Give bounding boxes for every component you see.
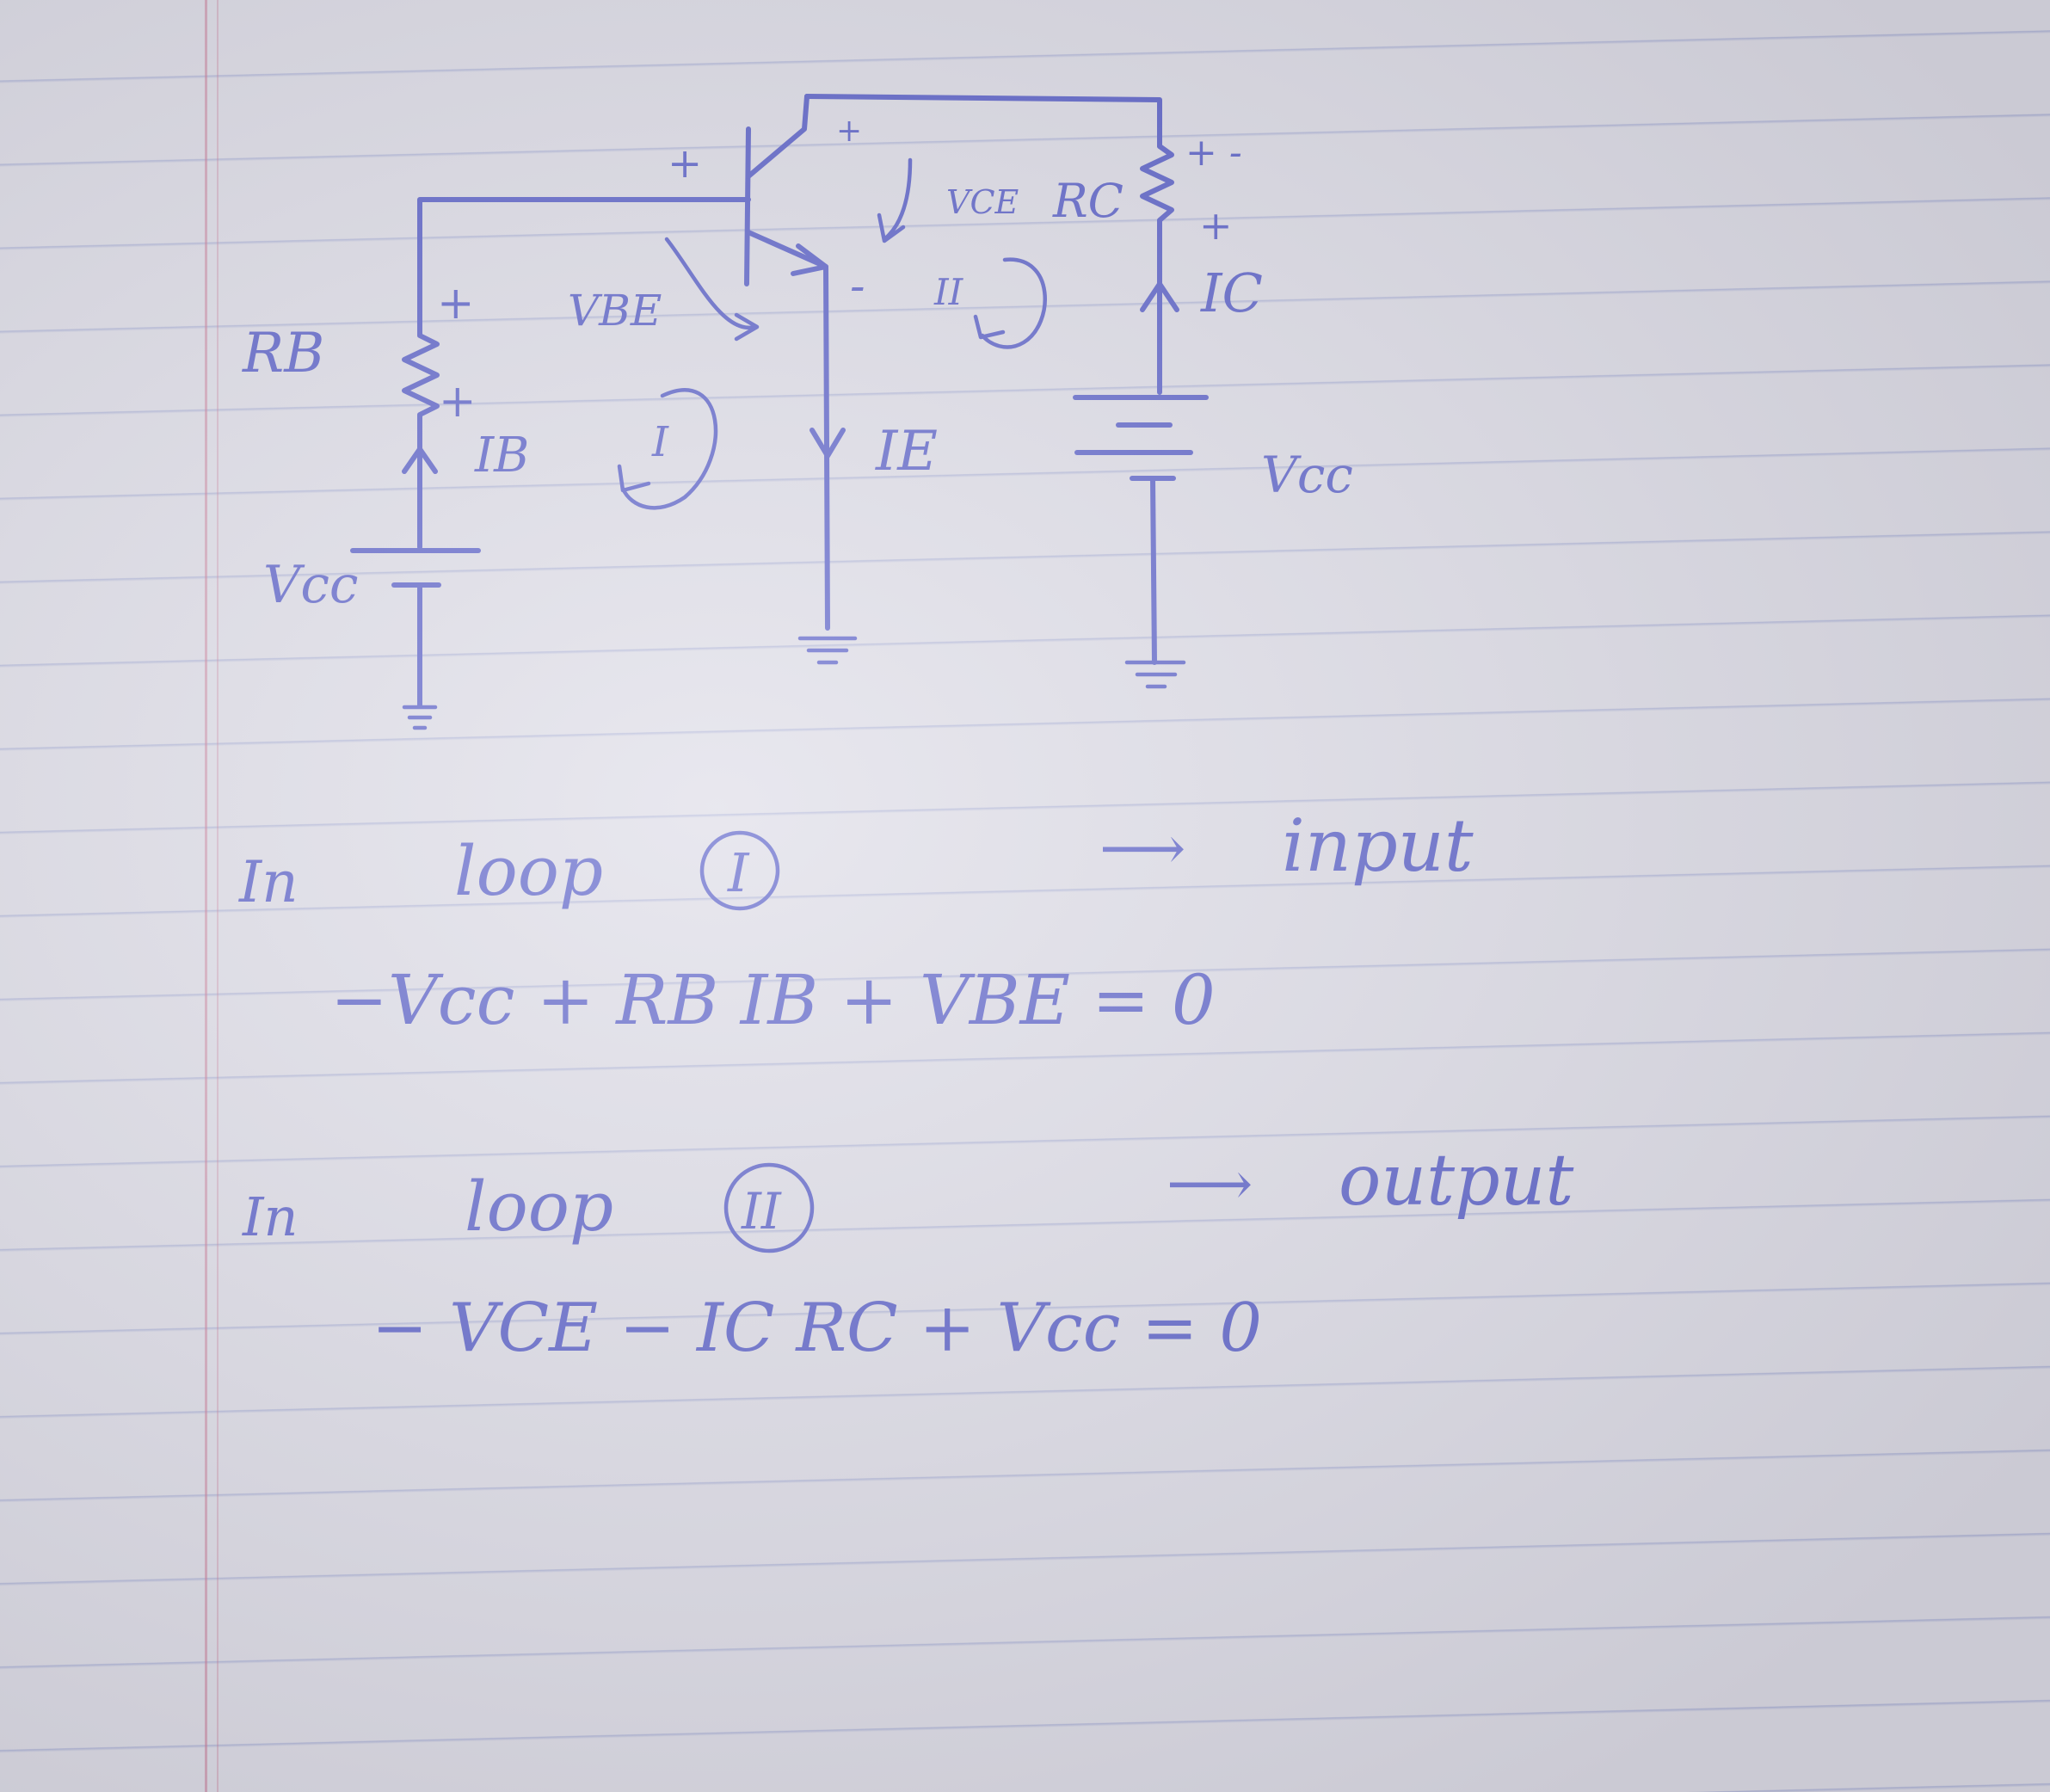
margin-line-secondary [217, 0, 219, 1792]
rb-label: RB [242, 322, 324, 385]
loop1-number: I [727, 841, 750, 904]
loop1-circle-arrow-icon [620, 388, 718, 510]
loop1-prefix: In [238, 849, 299, 915]
rc-resistor-zigzag [1140, 144, 1174, 395]
loop2-prefix: In [242, 1185, 298, 1248]
vce-arrow-head-icon [877, 212, 906, 243]
loop2-role: output [1339, 1140, 1574, 1222]
loop1-word: loop [454, 831, 603, 911]
emitter-arrow-icon [791, 243, 828, 276]
loop2-number-label: II [933, 271, 964, 313]
loop2-equation: − VCE − IC RC + Vcc = 0 [372, 1290, 1262, 1367]
loop2-number-circle [723, 1162, 815, 1253]
loop1-role: input [1282, 804, 1474, 888]
emitter-lead [746, 230, 830, 631]
loop2-arrow-head-icon [973, 314, 1006, 340]
vbe-curve-arrow-icon [664, 237, 758, 330]
left-ground-icon [402, 705, 438, 730]
vce-label: VCE [946, 183, 1019, 221]
transistor-base-bar [744, 126, 751, 286]
loop2-arrow: ⟶ [1167, 1148, 1253, 1219]
vbe-label: VBE [568, 286, 662, 336]
emitter-minus-sign: - [850, 261, 865, 312]
emitter-ground-icon [797, 636, 858, 665]
ie-label: IE [875, 420, 938, 483]
right-ground-icon [1124, 660, 1186, 689]
loop2-number: II [741, 1182, 782, 1241]
right-battery-lead [1150, 476, 1157, 665]
rb-resistor-zigzag [402, 295, 440, 550]
loop1-number-label: I [651, 418, 669, 466]
base-plus-sign: + [668, 139, 702, 188]
collector-top-wire [804, 94, 1162, 149]
rc-plus-sign: + [1199, 202, 1233, 249]
collector-lead [746, 94, 810, 179]
rb-bottom-plus-sign: + [439, 376, 477, 428]
margin-line [205, 0, 207, 1792]
loop2-circle-arrow-icon [980, 257, 1047, 349]
vce-curve-arrow-icon [882, 157, 913, 242]
vcc-left-label: Vcc [263, 555, 359, 615]
ie-arrow-icon [810, 428, 846, 459]
rc-polarity-mark: + - [1185, 131, 1242, 175]
loop1-equation: −Vcc + RB IB + VBE = 0 [330, 960, 1216, 1040]
collector-plus-sign: + [836, 114, 862, 149]
vcc-right-label: Vcc [1261, 446, 1353, 504]
rb-top-plus-sign: + [437, 278, 475, 329]
ib-arrow-icon [402, 446, 438, 474]
ic-label: IC [1200, 262, 1263, 324]
vbe-arrow-head-icon [734, 312, 760, 342]
base-wire [417, 197, 751, 300]
loop1-arrow-head-icon [617, 464, 651, 493]
ib-label: IB [474, 428, 529, 483]
loop2-word: loop [465, 1167, 613, 1247]
loop1-arrow: ⟶ [1099, 813, 1185, 884]
rc-label: RC [1052, 174, 1123, 228]
ic-arrow-icon [1140, 281, 1179, 312]
loop1-number-circle [699, 830, 780, 911]
